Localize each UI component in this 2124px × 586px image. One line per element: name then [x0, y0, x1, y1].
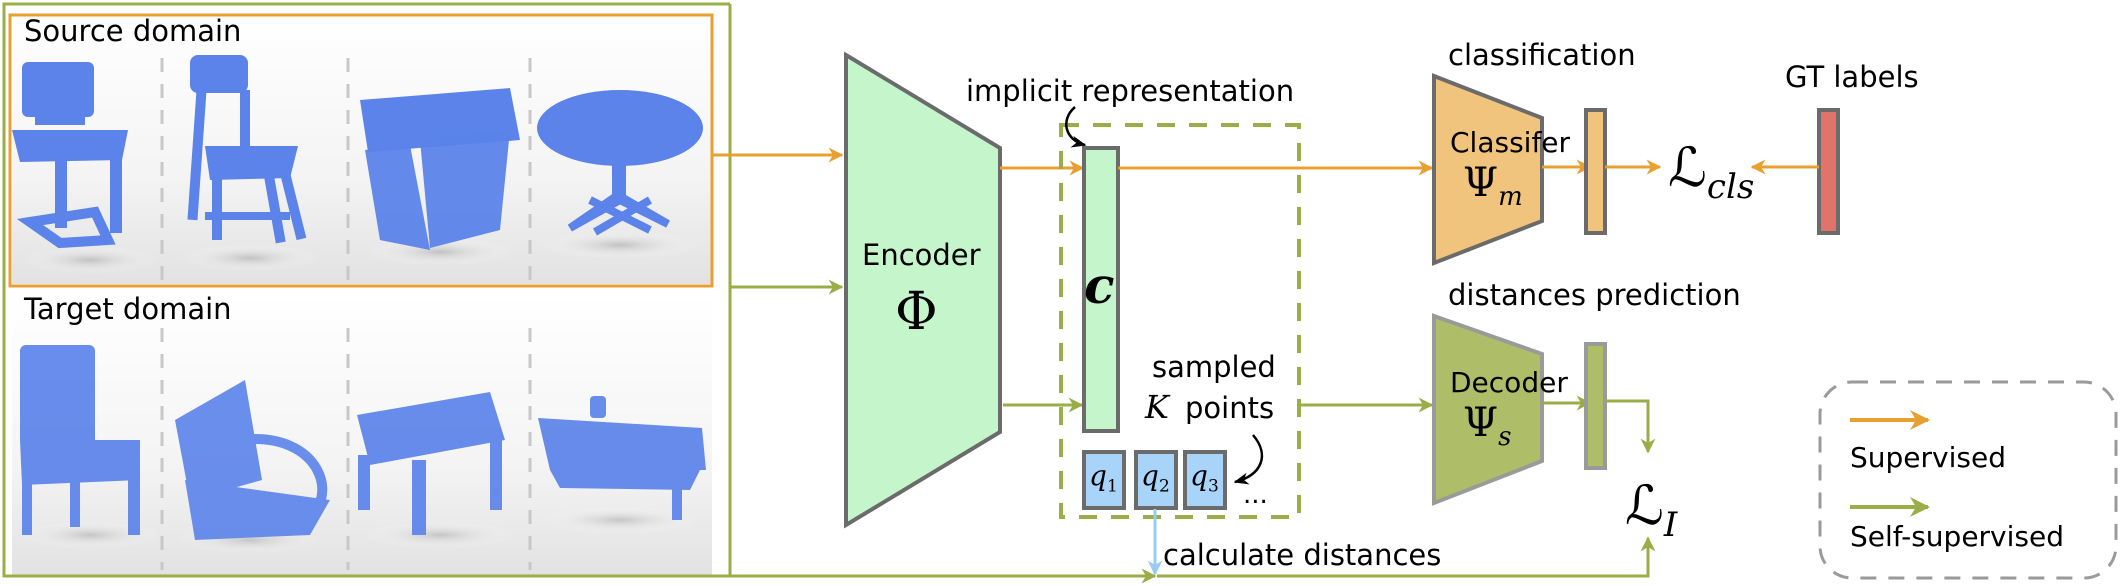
target-item-table: [357, 392, 515, 549]
encoder-block[interactable]: [844, 51, 1002, 529]
source-item-folding-chair: [180, 55, 320, 272]
loss-i: ℒI: [1625, 474, 1677, 545]
calculate-distances-label: calculate distances: [1163, 538, 1442, 572]
source-domain-frame: [8, 13, 714, 288]
panel-separators: [160, 58, 532, 570]
loss-subscript: I: [1663, 504, 1678, 545]
latent-code-c[interactable]: [1082, 146, 1120, 433]
encoder-symbol: Φ: [895, 282, 938, 342]
decoder-output[interactable]: [1584, 342, 1607, 470]
implicit-representation-label: implicit representation: [966, 74, 1295, 108]
loss-symbol: ℒ: [1625, 474, 1664, 537]
target-item-table-2: [538, 396, 706, 534]
decoder-label: Decoder: [1450, 366, 1568, 399]
query-base: q: [1089, 459, 1107, 492]
psi-subscript: s: [1498, 422, 1512, 452]
latent-code-symbol: c: [1084, 256, 1115, 315]
encoder-label: Encoder: [862, 238, 981, 272]
query-q3-label: q3: [1190, 459, 1219, 497]
source-item-table: [360, 88, 520, 266]
query-sub: 2: [1158, 476, 1170, 497]
loss-cls: ℒcls: [1668, 136, 1754, 207]
source-domain-label: Source domain: [24, 14, 242, 48]
sampled-points-pointer: [1233, 434, 1264, 485]
target-point-clouds: [20, 345, 706, 554]
queries-ellipsis: ...: [1243, 480, 1268, 510]
gt-labels-bar[interactable]: [1817, 108, 1840, 235]
domain-panels: [8, 13, 714, 576]
loss-subscript: cls: [1706, 166, 1755, 207]
classifier-block[interactable]: [1432, 73, 1544, 266]
gt-labels-title: GT labels: [1785, 60, 1919, 94]
legend-supervised-label: Supervised: [1850, 441, 2006, 474]
decoder-output-to-loss-i-arrow[interactable]: [1605, 399, 1656, 454]
classifier-symbol: Ψm: [1463, 160, 1523, 212]
source-point-clouds: [12, 55, 703, 274]
psi-symbol: Ψ: [1463, 160, 1499, 206]
query-sub: 1: [1106, 476, 1118, 497]
source-item-chair: [12, 62, 160, 274]
query-q1[interactable]: [1082, 450, 1126, 510]
decoder-symbol: Ψs: [1463, 400, 1511, 452]
distances-prediction-title: distances prediction: [1448, 278, 1741, 312]
classifier-output[interactable]: [1584, 108, 1607, 235]
query-q3[interactable]: [1183, 450, 1227, 510]
query-q2-label: q2: [1141, 459, 1170, 497]
k-symbol: K: [1145, 388, 1169, 426]
points-label: points: [1185, 391, 1275, 425]
query-base: q: [1190, 459, 1208, 492]
query-q2[interactable]: [1134, 450, 1178, 510]
decoder-block[interactable]: [1432, 313, 1544, 506]
target-item-armchair: [175, 380, 330, 554]
query-base: q: [1141, 459, 1159, 492]
psi-symbol: Ψ: [1463, 400, 1499, 446]
bottom-to-loss-i-arrow[interactable]: [1157, 536, 1656, 578]
source-item-round-table: [537, 90, 703, 259]
legend-self-supervised-label: Self-supervised: [1850, 520, 2064, 553]
target-domain-frame: [2, 2, 732, 578]
loss-symbol: ℒ: [1668, 136, 1707, 199]
sampled-label: sampled: [1152, 350, 1276, 384]
query-sub: 3: [1207, 476, 1219, 497]
classification-title: classification: [1448, 38, 1636, 72]
target-domain-label: Target domain: [24, 292, 232, 326]
target-item-chair: [20, 345, 160, 549]
legend-box: [1818, 380, 2118, 580]
implicit-representation-pointer: [1065, 106, 1087, 148]
psi-subscript: m: [1498, 182, 1523, 212]
classifier-label: Classifer: [1450, 126, 1571, 159]
implicit-representation-box: [1059, 123, 1301, 519]
query-q1-label: q1: [1089, 459, 1118, 497]
